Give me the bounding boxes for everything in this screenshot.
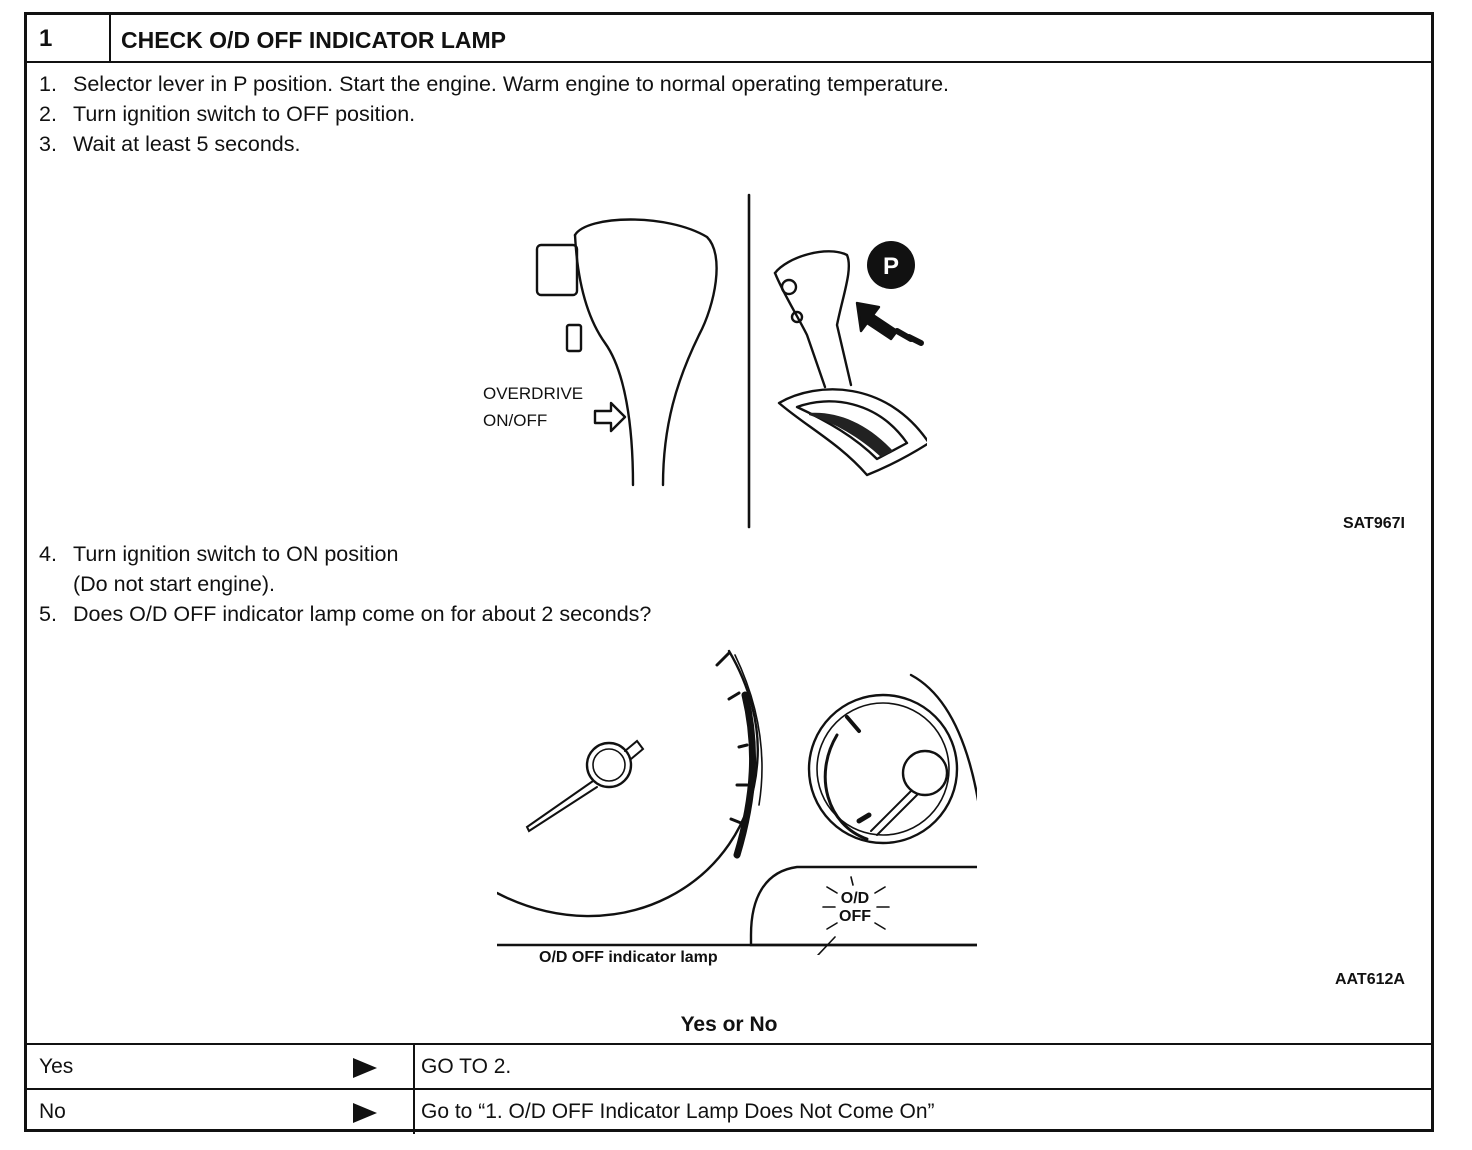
figure-code-2: AAT612A bbox=[1335, 971, 1405, 988]
overdrive-label-line1: OVERDRIVE bbox=[483, 384, 583, 403]
answer-row-yes: Yes GO TO 2. bbox=[27, 1045, 1431, 1090]
play-arrow-icon bbox=[353, 1058, 377, 1078]
diagnostic-procedure-box: 1 CHECK O/D OFF INDICATOR LAMP 1.Selecto… bbox=[24, 12, 1434, 1134]
park-badge-icon bbox=[867, 241, 915, 289]
answer-column-divider bbox=[413, 1045, 415, 1134]
answer-action-yes: GO TO 2. bbox=[421, 1055, 512, 1078]
instruction-step-2: 2.Turn ignition switch to OFF position. bbox=[39, 102, 416, 126]
lever-knob-outline bbox=[573, 218, 718, 487]
answer-table: Yes GO TO 2. No Go to “1. O/D OFF Indica… bbox=[27, 1043, 1431, 1134]
step-header: 1 CHECK O/D OFF INDICATOR LAMP bbox=[27, 15, 1431, 63]
answer-label-yes: Yes bbox=[39, 1055, 74, 1078]
instruction-step-4-note: (Do not start engine). bbox=[73, 572, 275, 596]
yes-no-question: Yes or No bbox=[680, 1013, 778, 1036]
selector-lever-illustration: P OVERDRIVE ON/OFF bbox=[483, 193, 927, 529]
answer-label-no: No bbox=[39, 1100, 66, 1123]
instruction-step-5: 5.Does O/D OFF indicator lamp come on fo… bbox=[39, 602, 652, 626]
instruction-step-1: 1.Selector lever in P position. Start th… bbox=[39, 72, 949, 96]
lamp-label-line1: O/D bbox=[841, 890, 869, 907]
overdrive-label-line2: ON/OFF bbox=[483, 411, 547, 430]
instruction-step-3: 3.Wait at least 5 seconds. bbox=[39, 132, 301, 156]
park-badge-label: P bbox=[883, 253, 899, 280]
figure-code-1: SAT967I bbox=[1343, 515, 1405, 532]
lamp-leader-line bbox=[816, 936, 836, 955]
step-number: 1 bbox=[27, 15, 111, 61]
answer-row-no: No Go to “1. O/D OFF Indicator Lamp Does… bbox=[27, 1090, 1431, 1133]
instruction-step-4: 4.Turn ignition switch to ON position bbox=[39, 542, 399, 566]
overdrive-arrow-icon bbox=[593, 401, 627, 433]
lamp-caption: O/D OFF indicator lamp bbox=[539, 949, 718, 966]
play-arrow-icon bbox=[353, 1103, 377, 1123]
step-title: CHECK O/D OFF INDICATOR LAMP bbox=[121, 27, 507, 53]
lamp-label-line2: OFF bbox=[839, 908, 871, 925]
answer-action-no: Go to “1. O/D OFF Indicator Lamp Does No… bbox=[421, 1100, 935, 1123]
instruction-list-part1: 1.Selector lever in P position. Start th… bbox=[39, 69, 949, 159]
instrument-cluster-illustration: O/D OFF bbox=[497, 649, 977, 955]
instruction-list-part2: 4.Turn ignition switch to ON position (D… bbox=[39, 539, 651, 629]
